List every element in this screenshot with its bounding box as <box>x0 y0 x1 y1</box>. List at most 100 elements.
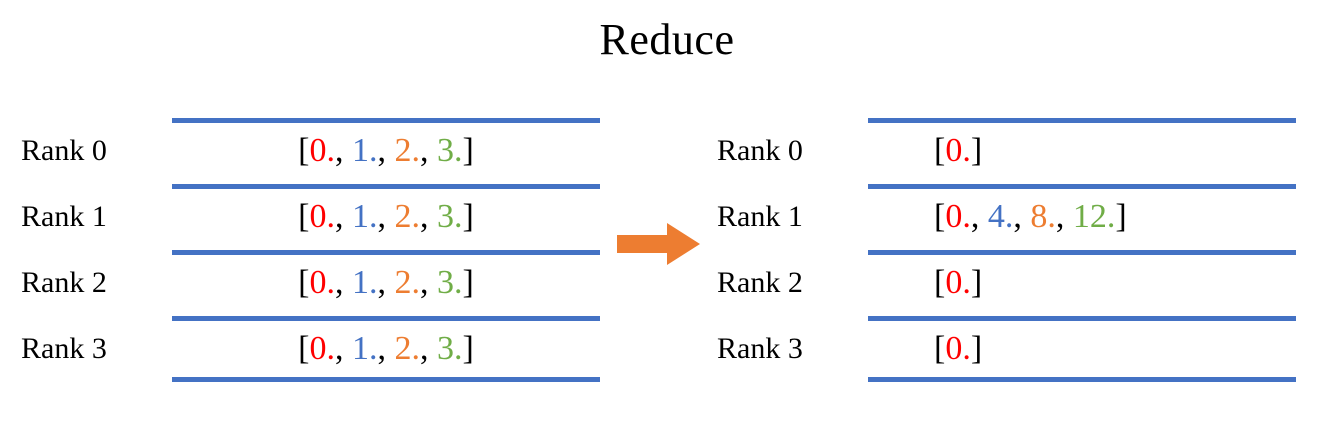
rank-array-cell: [0., 4., 8., 12.] <box>868 184 1296 250</box>
rank-label: Rank 1 <box>717 200 803 233</box>
array-separator: , <box>420 264 437 301</box>
open-bracket: [ <box>298 198 310 235</box>
rank-row: Rank 0 [0., 1., 2., 3.] <box>14 118 600 184</box>
rank-label: Rank 2 <box>21 266 107 299</box>
array-value: [0., 1., 2., 3.] <box>298 263 474 303</box>
array-item-2: 2. <box>394 330 421 367</box>
close-bracket: ] <box>462 132 474 169</box>
array-item-0: 0. <box>309 330 336 367</box>
array-item-0: 0. <box>945 330 971 367</box>
array-item-0: 0. <box>309 264 336 301</box>
rank-label: Rank 0 <box>21 134 107 167</box>
rank-label: Rank 1 <box>21 200 107 233</box>
array-separator: , <box>335 132 352 169</box>
close-bracket: ] <box>462 330 474 367</box>
array-item-3: 3. <box>437 264 463 301</box>
rank-label: Rank 3 <box>21 332 107 365</box>
row-divider-line <box>868 184 1296 189</box>
rank-row: Rank 1 [0., 4., 8., 12.] <box>710 184 1296 250</box>
rank-array-cell: [0.] <box>868 250 1296 316</box>
open-bracket: [ <box>934 330 946 367</box>
array-separator: , <box>970 198 988 235</box>
open-bracket: [ <box>934 198 946 235</box>
array-item-1: 1. <box>352 264 378 301</box>
row-divider-line <box>172 377 600 382</box>
array-item-0: 0. <box>945 264 971 301</box>
arrow-right-icon <box>617 222 701 266</box>
page-title: Reduce <box>599 15 735 64</box>
rank-row-list: Rank 0 [0., 1., 2., 3.] Rank 1 [0., 1., 2.,… <box>14 118 600 390</box>
array-item-3: 3. <box>437 330 463 367</box>
array-item-0: 0. <box>945 198 971 235</box>
array-value: [0.] <box>934 263 982 303</box>
row-divider-line <box>172 250 600 255</box>
row-divider-line <box>172 184 600 189</box>
array-separator: , <box>377 198 395 235</box>
rank-row: Rank 3 [0.] <box>710 316 1296 382</box>
row-divider-line <box>172 118 600 123</box>
close-bracket: ] <box>462 198 474 235</box>
rank-row: Rank 1 [0., 1., 2., 3.] <box>14 184 600 250</box>
array-separator: , <box>1013 198 1031 235</box>
close-bracket: ] <box>462 264 474 301</box>
array-item-0: 0. <box>309 198 336 235</box>
row-divider-line <box>868 118 1296 123</box>
array-separator: , <box>377 330 395 367</box>
array-value: [0., 1., 2., 3.] <box>298 329 474 369</box>
array-separator: , <box>335 198 352 235</box>
row-divider-line <box>868 316 1296 321</box>
array-item-0: 0. <box>309 132 336 169</box>
array-item-3: 3. <box>437 132 463 169</box>
rank-label: Rank 2 <box>717 266 803 299</box>
open-bracket: [ <box>298 132 310 169</box>
array-item-1: 4. <box>987 198 1014 235</box>
array-separator: , <box>420 330 437 367</box>
array-separator: , <box>377 264 395 301</box>
rank-array-cell: [0., 1., 2., 3.] <box>172 184 600 250</box>
rank-row-list: Rank 0 [0.] Rank 1 [0., 4., 8., 12.] Rank 2 [… <box>710 118 1296 390</box>
array-item-2: 2. <box>394 198 421 235</box>
array-item-3: 3. <box>437 198 463 235</box>
array-separator: , <box>420 132 437 169</box>
rank-array-cell: [0., 1., 2., 3.] <box>172 118 600 184</box>
input-ranks-panel: Rank 0 [0., 1., 2., 3.] Rank 1 [0., 1., 2.,… <box>14 118 600 390</box>
close-bracket: ] <box>1115 198 1127 235</box>
array-value: [0., 1., 2., 3.] <box>298 131 474 171</box>
array-separator: , <box>420 198 437 235</box>
open-bracket: [ <box>934 264 946 301</box>
array-value: [0., 1., 2., 3.] <box>298 197 474 237</box>
open-bracket: [ <box>934 132 946 169</box>
rank-label: Rank 3 <box>717 332 803 365</box>
array-value: [0.] <box>934 131 982 171</box>
row-divider-line <box>868 377 1296 382</box>
array-item-1: 1. <box>352 330 378 367</box>
output-ranks-panel: Rank 0 [0.] Rank 1 [0., 4., 8., 12.] Rank 2 [… <box>710 118 1296 390</box>
array-item-2: 2. <box>394 264 421 301</box>
rank-row: Rank 0 [0.] <box>710 118 1296 184</box>
row-divider-line <box>868 250 1296 255</box>
array-separator: , <box>1055 198 1073 235</box>
rank-label: Rank 0 <box>717 134 803 167</box>
array-item-2: 2. <box>394 132 421 169</box>
rank-row: Rank 2 [0., 1., 2., 3.] <box>14 250 600 316</box>
array-separator: , <box>335 264 352 301</box>
array-item-1: 1. <box>352 132 378 169</box>
array-separator: , <box>377 132 395 169</box>
array-item-2: 8. <box>1030 198 1056 235</box>
array-item-3: 12. <box>1072 198 1116 235</box>
open-bracket: [ <box>298 330 310 367</box>
row-divider-line <box>172 316 600 321</box>
close-bracket: ] <box>970 264 983 301</box>
rank-row: Rank 2 [0.] <box>710 250 1296 316</box>
array-value: [0.] <box>934 329 982 369</box>
open-bracket: [ <box>298 264 310 301</box>
array-item-0: 0. <box>945 132 971 169</box>
rank-row: Rank 3 [0., 1., 2., 3.] <box>14 316 600 382</box>
array-item-1: 1. <box>352 198 378 235</box>
array-separator: , <box>335 330 352 367</box>
array-value: [0., 4., 8., 12.] <box>934 197 1127 237</box>
rank-array-cell: [0.] <box>868 316 1296 382</box>
close-bracket: ] <box>970 330 983 367</box>
rank-array-cell: [0., 1., 2., 3.] <box>172 316 600 382</box>
rank-array-cell: [0., 1., 2., 3.] <box>172 250 600 316</box>
